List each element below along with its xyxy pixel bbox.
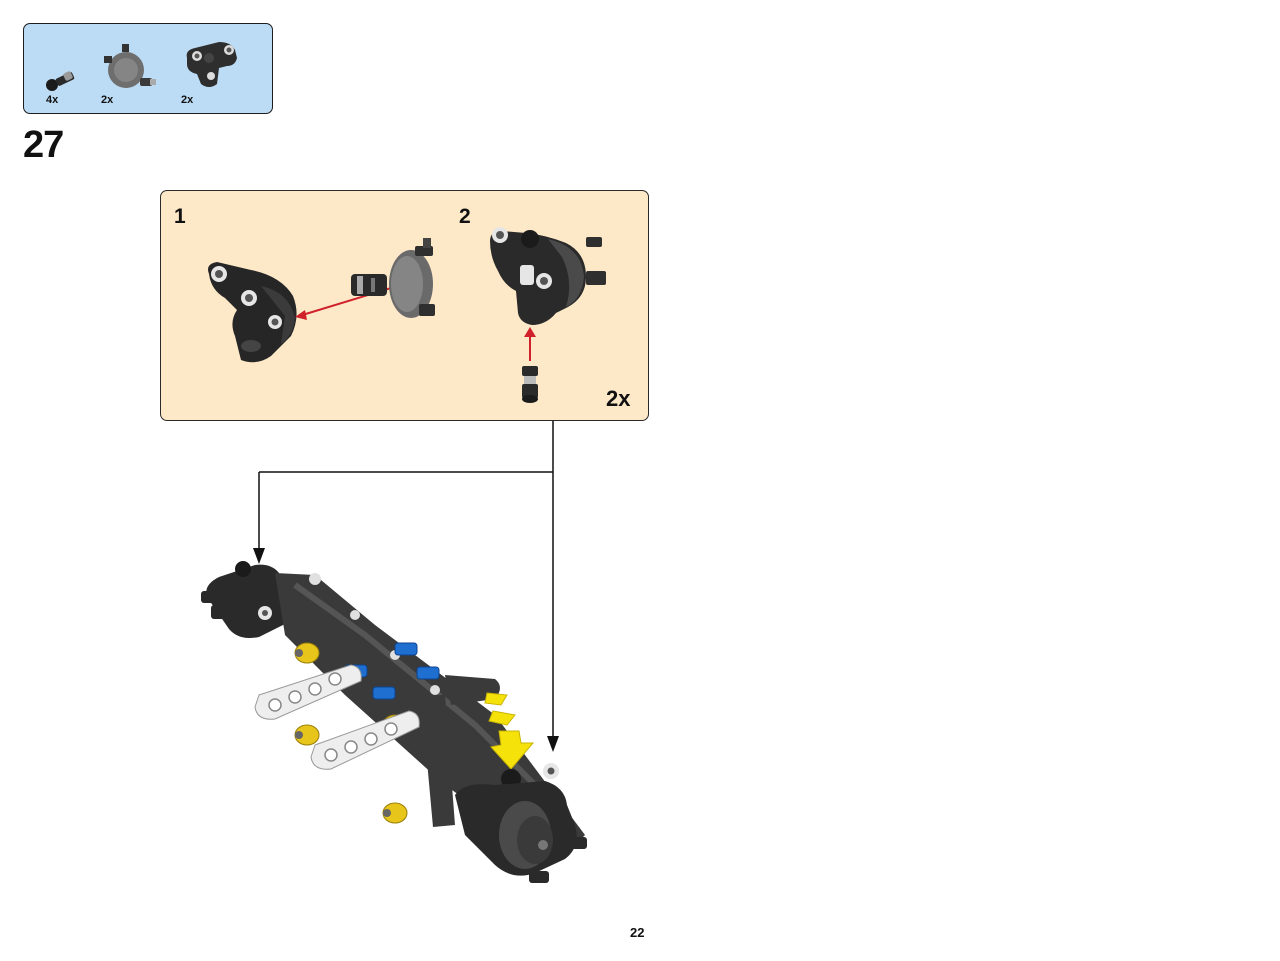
steering-knuckle-part-icon [186, 42, 237, 87]
page-number: 22 [630, 925, 645, 940]
yellow-action-arrow [484, 692, 535, 770]
hub-disc-part-icon [104, 44, 156, 88]
sub-step-2-number: 2 [459, 205, 471, 228]
sub-step-1-number: 1 [174, 205, 186, 228]
sub-assembly-box: 1 2 2x [160, 190, 649, 421]
pin-ball-part-icon [46, 71, 75, 91]
sub-step-1-illustration [208, 238, 435, 363]
step-number: 27 [23, 124, 64, 166]
sub-assembly-multiplier: 2x [606, 386, 631, 411]
part-qty-1: 4x [46, 94, 59, 106]
sub-step-2-illustration [490, 227, 606, 403]
part-qty-3: 2x [181, 94, 194, 106]
parts-list-box: 4x 2x 2x [23, 23, 273, 114]
part-qty-2: 2x [101, 94, 114, 106]
main-model-illustration [201, 561, 587, 883]
